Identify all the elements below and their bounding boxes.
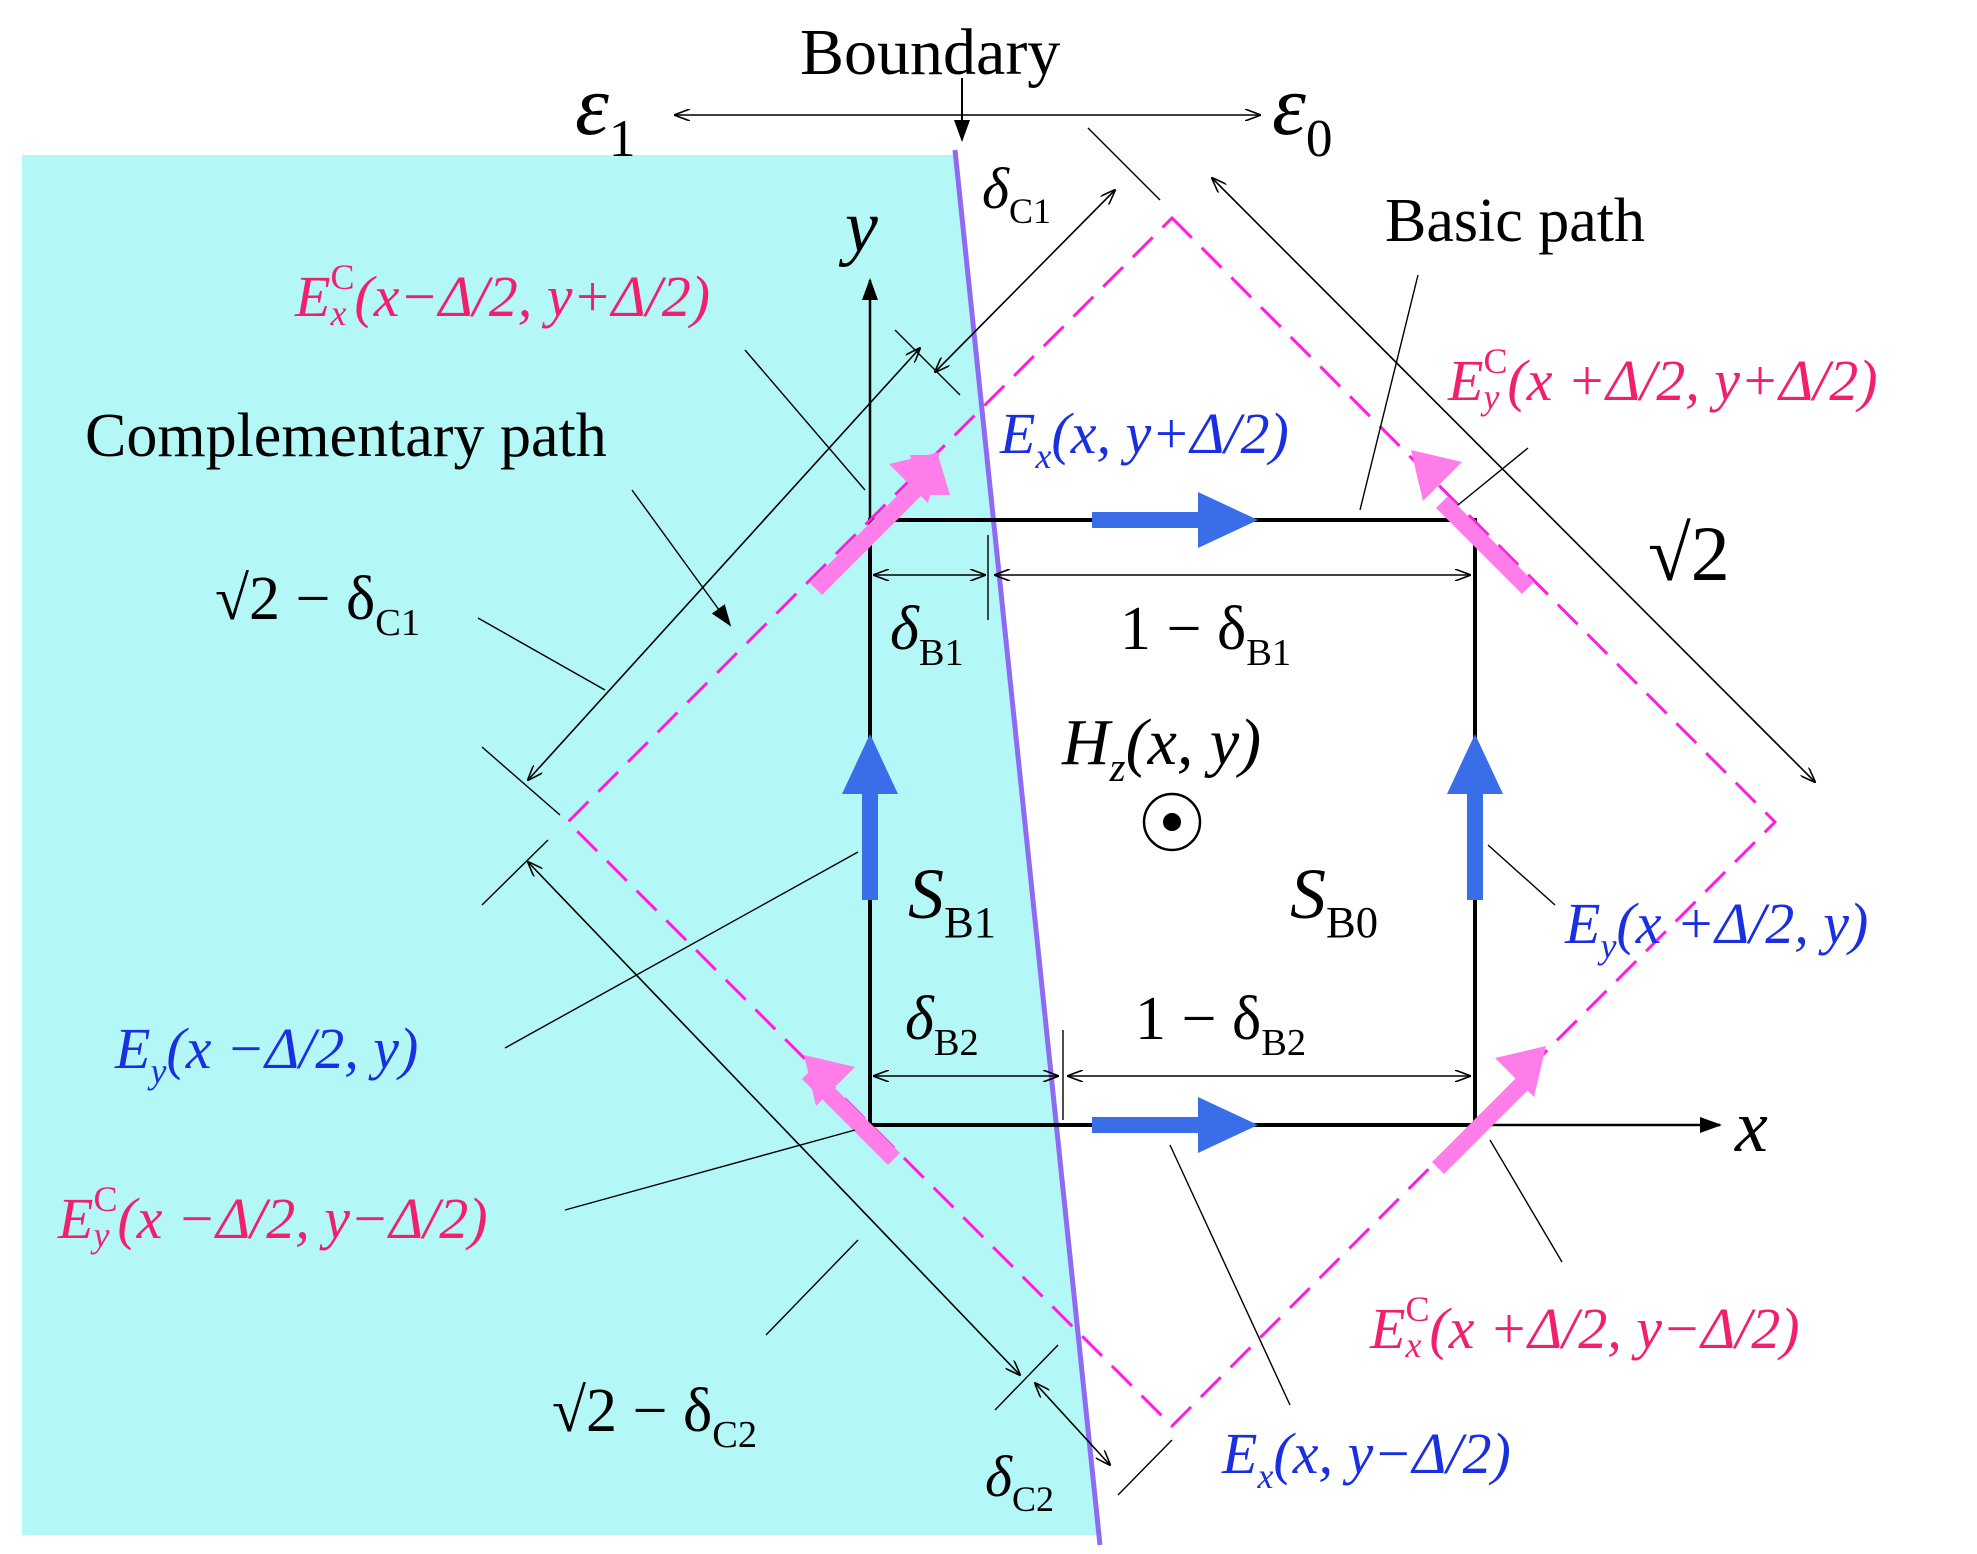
arrow-ex-top (1092, 492, 1258, 548)
hz-dot (1163, 813, 1181, 831)
epsilon-1-label: ε1 (575, 57, 636, 169)
hz-circle (1142, 792, 1202, 852)
hz-label: Hz(x, y) (1062, 706, 1262, 791)
ey-right-label: Ey(x +Δ/2, y) (1565, 891, 1869, 967)
ex-top-label: Ex(x, y+Δ/2) (1000, 401, 1289, 477)
boundary-label: Boundary (800, 16, 1061, 89)
sb0-label: SB0 (1290, 854, 1379, 947)
ex-bottom-label: Ex(x, y−Δ/2) (1222, 1421, 1511, 1497)
complementary-path-label: Complementary path (85, 402, 607, 470)
sqrt2-minus-c1-label: √2 − δC1 (215, 565, 421, 645)
boundary-line (952, 149, 1103, 1546)
delta-b2-label: δB2 (905, 985, 979, 1065)
dim-sqrt2-minus-c2 (528, 862, 1020, 1375)
dim-delta-c2 (1035, 1383, 1110, 1465)
arrow-ey-right (1447, 734, 1503, 900)
one-minus-delta-b2-label: 1 − δB2 (1135, 985, 1307, 1065)
sb1-label: SB1 (908, 854, 997, 947)
arrow-ex-bottom (1092, 1097, 1258, 1153)
basic-path-label: Basic path (1385, 187, 1645, 255)
dim-delta-c1 (935, 190, 1115, 372)
delta-c1-label: δC1 (982, 156, 1051, 232)
extension-lines (481, 127, 1173, 1496)
dim-sqrt2 (1212, 178, 1815, 782)
sqrt2-label: √2 (1648, 510, 1730, 597)
epsilon-0-label: ε0 (1272, 57, 1333, 169)
y-axis-label: y (845, 186, 878, 268)
ey-left-label: Ey(x −Δ/2, y) (115, 1016, 419, 1092)
delta-b1-label: δB1 (890, 595, 964, 675)
delta-c2-label: δC2 (985, 1444, 1054, 1520)
x-axis-label: x (1735, 1086, 1768, 1168)
one-minus-delta-b1-label: 1 − δB1 (1120, 595, 1292, 675)
dim-sqrt2-minus-c1 (528, 348, 920, 780)
arrow-exc-bottomright (1432, 1046, 1546, 1174)
medium-1-region (22, 155, 1100, 1535)
sqrt2-minus-c2-label: √2 − δC2 (552, 1377, 758, 1457)
leader-lines (477, 274, 1563, 1406)
